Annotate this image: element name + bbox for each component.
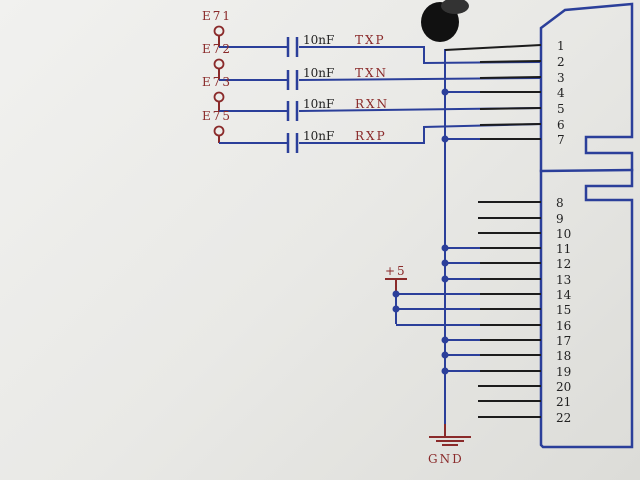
pin-number: 8 [556, 196, 564, 210]
pin-number: 14 [556, 288, 572, 302]
wire-rxp [299, 122, 543, 144]
pin-number: 11 [556, 242, 571, 256]
pushpin [421, 0, 469, 42]
pin-line [479, 123, 542, 126]
net-label: RXP [355, 129, 387, 143]
pin-number: 18 [556, 349, 571, 363]
junction-dot [441, 259, 449, 267]
capacitor-value: 10nF [303, 129, 334, 143]
pin-number: 1 [557, 39, 565, 53]
junction-dot [392, 305, 400, 313]
pin-number: 22 [556, 411, 571, 425]
net-label: TXP [355, 33, 386, 47]
pin-number: 12 [556, 257, 571, 271]
pin-number: 13 [556, 273, 571, 287]
pin-number: 16 [556, 319, 571, 333]
ground-symbol [429, 424, 471, 446]
junction-dot [392, 290, 400, 298]
pin-line [479, 107, 542, 110]
net-label: TXN [355, 66, 388, 80]
junction-dot [441, 135, 449, 143]
pin-number: 6 [557, 118, 565, 132]
junction-dot [441, 244, 449, 252]
terminal-icon [213, 91, 225, 103]
terminal-icon [213, 25, 225, 37]
pin-number: 2 [557, 55, 565, 69]
terminal-label: E73 [202, 75, 232, 89]
junction-dot [441, 88, 449, 96]
terminal-label: E71 [202, 9, 232, 23]
pin-number: 4 [557, 86, 565, 100]
capacitor-value: 10nF [303, 66, 334, 80]
pin-number: 5 [557, 102, 565, 116]
capacitor-value: 10nF [303, 33, 334, 47]
terminal-label: E75 [202, 109, 232, 123]
pin-number: 3 [557, 71, 565, 85]
terminal-icon [213, 58, 225, 70]
pin-number: 10 [556, 227, 571, 241]
connector-outline [539, 2, 634, 449]
power-label: +5 [385, 264, 407, 278]
pin-number: 15 [556, 303, 571, 317]
pin-number: 17 [556, 334, 571, 348]
terminal-icon [213, 125, 225, 137]
net-label: RXN [355, 97, 389, 111]
terminal-label: E72 [202, 42, 232, 56]
ground-label: GND [428, 452, 464, 466]
junction-dot [441, 275, 449, 283]
pin-line [444, 44, 542, 51]
junction-dot [441, 336, 449, 344]
pin-line [479, 76, 542, 79]
pin-number: 19 [556, 365, 571, 379]
connector-divider [539, 168, 634, 173]
junction-dot [441, 351, 449, 359]
pin-number: 7 [557, 133, 565, 147]
pin-number: 9 [556, 212, 564, 226]
junction-dot [441, 367, 449, 375]
capacitor-value: 10nF [303, 97, 334, 111]
pin-line [479, 60, 542, 63]
pin-number: 21 [556, 395, 571, 409]
pin-number: 20 [556, 380, 571, 394]
